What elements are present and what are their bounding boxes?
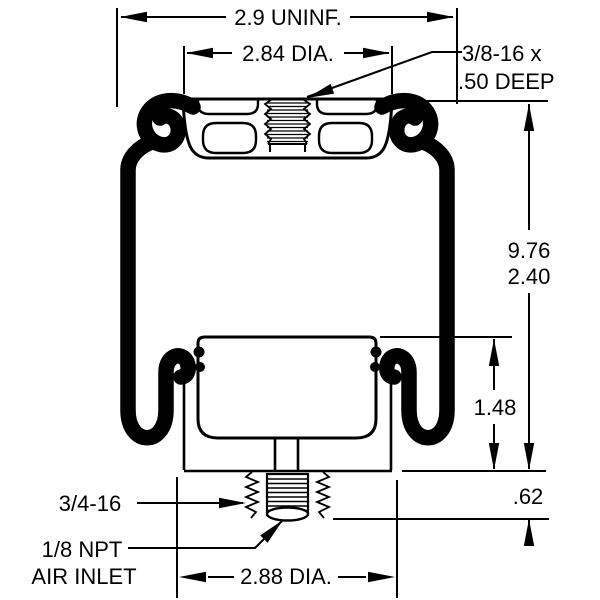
bead-bump (193, 346, 205, 358)
collapsed-height-label: 2.40 (508, 264, 551, 289)
top-plate-dia-label: 2.84 DIA. (242, 41, 334, 66)
base-dia-label: 2.88 DIA. (240, 564, 332, 589)
arrowhead (523, 519, 535, 546)
bellows-wall-right (379, 134, 455, 446)
plate-body-outline (181, 98, 394, 160)
dimension-arrowheads (120, 11, 535, 583)
stud-thread-profile-left (243, 471, 261, 519)
stud-tip-chamfer (265, 506, 310, 522)
piston-skirt-edges (182, 373, 393, 470)
plate-pocket-right (317, 121, 374, 155)
top-bead-plate (181, 97, 394, 160)
plate-pocket-left (201, 121, 258, 155)
arrowhead (307, 83, 335, 98)
arrowhead (427, 11, 454, 23)
mounting-stud (243, 471, 332, 522)
uninflated-dia-extension-lines (116, 8, 458, 107)
air-inlet-label-line2: AIR INLET (31, 564, 136, 589)
plate-channel-left (196, 100, 260, 116)
air-inlet-leader-line (128, 520, 283, 549)
tapped-hole-bottom (268, 143, 307, 152)
arrowhead (488, 443, 500, 470)
arrowhead (368, 571, 395, 583)
rubber-bellows (120, 93, 455, 446)
arrowhead (186, 47, 213, 59)
top-plate-dia-extension-lines (183, 46, 393, 94)
bellows-wall-left (120, 134, 196, 446)
air-inlet-label-line1: 1/8 NPT (42, 537, 123, 562)
arrowhead (179, 571, 206, 583)
extended-height-label: 9.76 (508, 238, 551, 263)
plate-channel-right (315, 100, 379, 116)
bead-bump (370, 362, 380, 372)
piston-neck (273, 438, 300, 472)
tapped-hole-hatch (267, 102, 308, 143)
stud-projection-label: .62 (513, 484, 544, 509)
arrowhead (523, 443, 535, 470)
base-dia-extension-lines (176, 477, 398, 598)
arrowhead (363, 47, 390, 59)
blind-tap-leader-line (306, 51, 462, 98)
blind-tap-label-line1: 3/8-16 x (462, 41, 542, 66)
arrowhead (219, 497, 246, 509)
piston-height-label: 1.48 (474, 395, 517, 420)
stud-thread-profile-right (314, 471, 332, 519)
blind-tap-label-line2: .50 DEEP (458, 69, 555, 94)
bead-bump (195, 362, 205, 372)
arrowhead (120, 11, 147, 23)
bead-bump (370, 346, 382, 358)
arrowhead (488, 339, 500, 366)
stud-thread-label: 3/4-16 (59, 491, 121, 516)
piston-bead-bumps (193, 346, 382, 372)
arrowhead (523, 104, 535, 131)
uninflated-dia-label: 2.9 UNINF. (234, 5, 342, 30)
piston-assembly (182, 335, 393, 473)
arrowhead (260, 520, 283, 543)
piston-cup (196, 335, 378, 440)
